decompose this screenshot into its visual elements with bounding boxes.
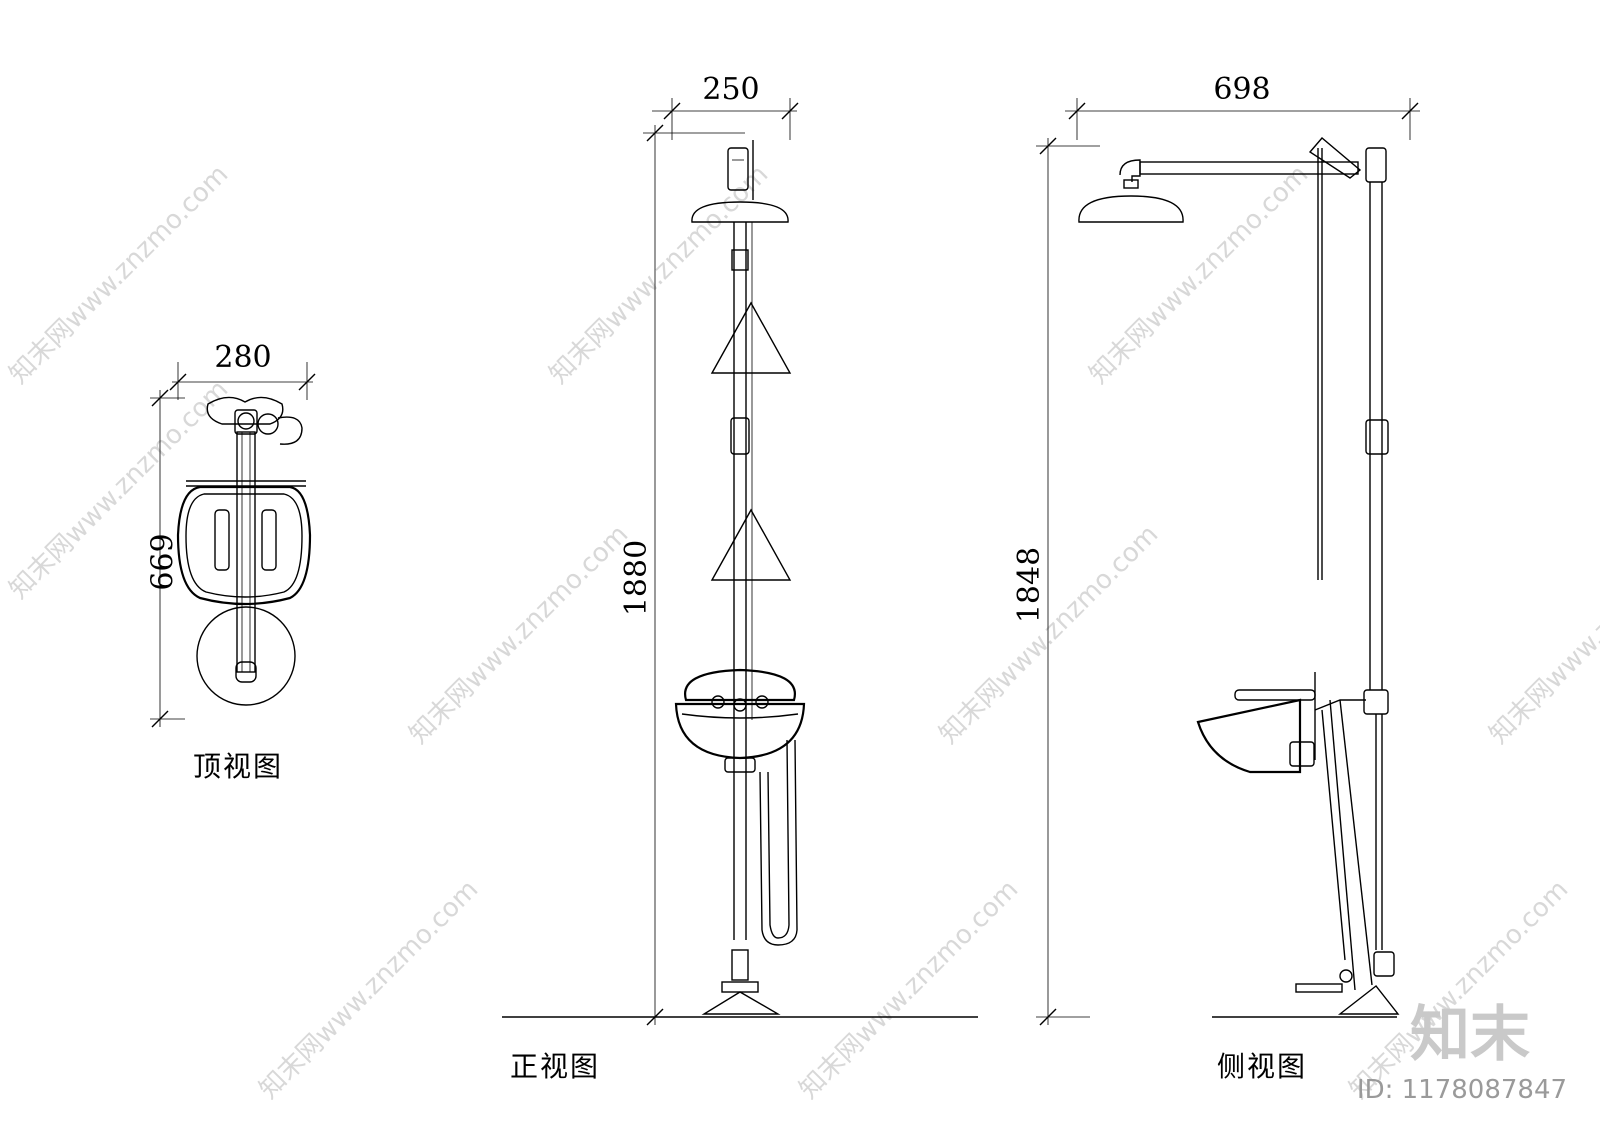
top-view-caption: 顶视图 bbox=[193, 750, 283, 783]
front-view-height-label: 1880 bbox=[619, 540, 654, 616]
front-view-caption: 正视图 bbox=[510, 1050, 600, 1083]
top-view-depth-dimension: 699 bbox=[142, 389, 185, 728]
front-view-height-dimension: 1880 bbox=[619, 124, 745, 1026]
watermark-text: 知末网www.znzmo.com bbox=[794, 874, 1025, 1105]
front-view-width-label: 250 bbox=[702, 72, 759, 107]
watermark-text: 知末网www.znzmo.com bbox=[4, 159, 235, 390]
side-view-drawing bbox=[1078, 137, 1400, 1015]
watermark-text: 知末网www.znzmo.com bbox=[4, 374, 235, 605]
side-view-width-dimension: 698 bbox=[1065, 72, 1420, 140]
top-view-drawing bbox=[176, 396, 312, 706]
watermark-text: 知末网www.znzmo.com bbox=[254, 874, 485, 1105]
image-id-watermark: ID: 1178087847 bbox=[1357, 1075, 1567, 1105]
watermark-text: 知末网www.znzmo.com bbox=[1084, 159, 1315, 390]
watermark-text: 知末网www.znzmo.com bbox=[934, 519, 1165, 750]
front-view-drawing bbox=[674, 140, 806, 1015]
top-view: 280 699 bbox=[142, 340, 316, 783]
brand-watermark: 知末 bbox=[1410, 1000, 1530, 1070]
side-view-width-label: 698 bbox=[1213, 72, 1270, 107]
side-view-height-dimension: 1848 bbox=[1012, 137, 1100, 1026]
front-view-width-dimension: 250 bbox=[652, 72, 799, 140]
watermark-text: 知末网www.znzmo.com bbox=[1484, 519, 1600, 750]
front-view: 250 1880 bbox=[502, 72, 978, 1083]
watermark-layer: 知末网www.znzmo.com 知末网www.znzmo.com 知末网www… bbox=[4, 159, 1600, 1105]
watermark-text: 知末网www.znzmo.com bbox=[404, 519, 635, 750]
top-view-width-label: 280 bbox=[214, 340, 271, 375]
side-view: 698 1848 bbox=[1012, 72, 1420, 1083]
top-view-width-dimension: 280 bbox=[169, 340, 316, 400]
watermark-text: 知末网www.znzmo.com bbox=[544, 159, 775, 390]
top-view-depth-label: 699 bbox=[142, 533, 177, 590]
side-view-caption: 侧视图 bbox=[1217, 1050, 1307, 1083]
side-view-height-label: 1848 bbox=[1012, 547, 1047, 623]
